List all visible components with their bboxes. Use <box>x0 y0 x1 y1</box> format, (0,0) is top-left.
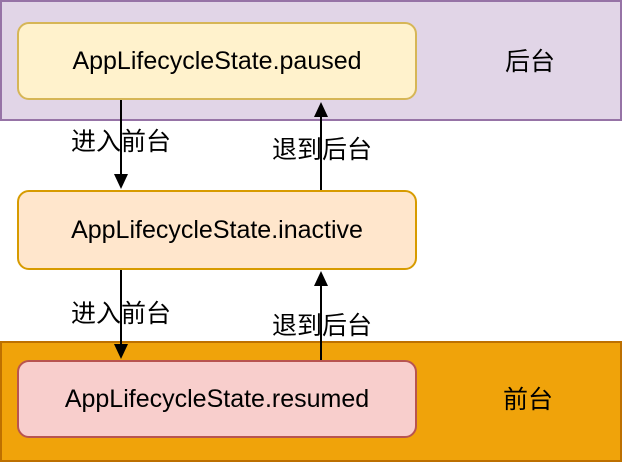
arrow-down-icon <box>114 344 128 359</box>
transition-inactive-to-paused-line <box>320 116 322 190</box>
transition-inactive-to-resumed-line <box>120 270 122 346</box>
arrow-up-icon <box>314 271 328 286</box>
state-inactive-label: AppLifecycleState.inactive <box>71 215 363 244</box>
state-paused-box: AppLifecycleState.paused <box>17 22 417 100</box>
transition-resumed-to-inactive-line <box>320 285 322 360</box>
transition-inactive-to-resumed-label: 进入前台 <box>70 300 172 328</box>
arrow-up-icon <box>314 102 328 117</box>
transition-resumed-to-inactive-label: 退到后台 <box>271 312 373 340</box>
state-paused-label: AppLifecycleState.paused <box>72 46 362 75</box>
state-inactive-box: AppLifecycleState.inactive <box>17 190 417 270</box>
transition-paused-to-inactive-line <box>120 100 122 176</box>
foreground-zone-label: 前台 <box>502 386 554 414</box>
transition-paused-to-inactive-label: 进入前台 <box>70 128 172 156</box>
state-resumed-label: AppLifecycleState.resumed <box>64 384 370 413</box>
transition-inactive-to-paused-label: 退到后台 <box>271 136 373 164</box>
arrow-down-icon <box>114 174 128 189</box>
state-resumed-box: AppLifecycleState.resumed <box>17 360 417 438</box>
background-zone-label: 后台 <box>504 48 556 76</box>
